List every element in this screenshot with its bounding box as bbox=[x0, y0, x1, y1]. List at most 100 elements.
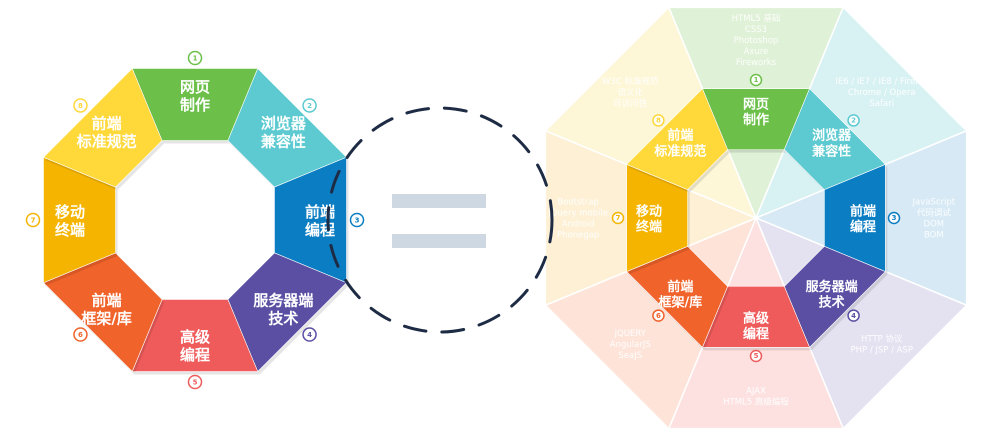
segment-label-line2: 标准规范 bbox=[653, 143, 706, 159]
segment-label-line1: 浏览器 bbox=[261, 115, 307, 133]
sector-detail-text: BOM bbox=[924, 231, 944, 241]
sector-detail-text: Chrome / Opera bbox=[848, 88, 916, 98]
segment-number-badge bbox=[187, 50, 203, 66]
segment-number-badge bbox=[73, 327, 88, 342]
segment-number-badge bbox=[749, 349, 763, 363]
segment-label-line1: 高级 bbox=[743, 310, 770, 326]
sector-detail-text: W3C 标准规范 bbox=[602, 76, 659, 87]
sector-detail-text: Phonegap bbox=[557, 231, 599, 241]
segment-label-line2: 技术 bbox=[819, 295, 845, 311]
sector-detail-text: CSS3 bbox=[745, 25, 767, 35]
sector-detail-text: Bootstrap bbox=[557, 198, 598, 208]
right-wheel: 网页制作1浏览器兼容性2前端编程3服务器端技术4高级编程5前端框架/库6移动终端… bbox=[611, 73, 901, 363]
segment-label-line2: 技术 bbox=[268, 309, 298, 327]
segment-shape bbox=[626, 88, 729, 191]
segment-label-line1: 高级 bbox=[180, 328, 211, 346]
segment-number-badge bbox=[611, 211, 625, 225]
sector-detail-text: Axure bbox=[744, 47, 769, 57]
segment-label-line1: 前端 bbox=[92, 291, 122, 309]
segment-label-line2: 框架/库 bbox=[658, 295, 702, 311]
sector-detail-text: 可访问性 bbox=[613, 98, 648, 109]
sector-detail-text: Fireworks bbox=[736, 58, 777, 68]
sector-detail-text: jQUERY bbox=[614, 329, 647, 339]
sector-detail-text: PHP / JSP / ASP bbox=[850, 345, 913, 355]
segment-label-line2: 标准规范 bbox=[76, 133, 137, 151]
segment-number-badge bbox=[73, 98, 88, 113]
segment-number: 3 bbox=[355, 217, 360, 225]
segment-label-line2: 制作 bbox=[743, 112, 769, 128]
segment-number: 5 bbox=[754, 352, 759, 360]
segment-label-line2: 编程 bbox=[305, 221, 335, 239]
segment-number-badge bbox=[652, 114, 665, 127]
sector-detail-text: HTML5 基础 bbox=[732, 13, 781, 24]
wheel-segment-5: 高级编程 5 bbox=[701, 286, 812, 363]
equals-bar-bottom bbox=[392, 234, 486, 248]
segment-number-badge bbox=[847, 114, 860, 127]
segment-number: 8 bbox=[78, 102, 83, 110]
sector-detail-text: HTML5 高级编程 bbox=[723, 396, 789, 407]
segment-label-line2: 框架/库 bbox=[81, 309, 131, 327]
segment-number: 6 bbox=[78, 331, 83, 339]
dashed-circle bbox=[326, 106, 554, 334]
segment-number: 1 bbox=[754, 76, 759, 84]
segment-label-line1: 网页 bbox=[180, 78, 210, 96]
segment-label-line2: 制作 bbox=[180, 96, 210, 114]
sector-detail-text: Photoshop bbox=[734, 36, 779, 46]
segment-label-line1: 服务器端 bbox=[253, 291, 313, 309]
sector-detail-text: jQuery mobile bbox=[547, 209, 608, 219]
segment-label-line1: 前端 bbox=[850, 203, 876, 219]
segment-number: 1 bbox=[193, 55, 198, 63]
wheel-segment-5: 高级编程 5 bbox=[131, 299, 260, 390]
sector-detail-text: HTTP 协议 bbox=[861, 333, 903, 344]
segment-label-line2: 编程 bbox=[850, 219, 876, 235]
sector-detail-text: Safari bbox=[869, 99, 894, 109]
segment-number: 7 bbox=[31, 217, 36, 225]
segment-label-line2: 编程 bbox=[180, 346, 210, 364]
segment-label-line1: 服务器端 bbox=[806, 279, 858, 295]
sector-detail-text: JavaScript bbox=[912, 198, 956, 208]
sector-detail-text: DOM bbox=[924, 220, 945, 230]
sector-detail-text: IE6 / IE7 / IE8 / Firefox bbox=[835, 77, 928, 87]
segment-number-badge bbox=[349, 212, 365, 228]
segment-number-badge bbox=[847, 309, 860, 322]
segment-number-badge bbox=[887, 211, 901, 225]
segment-label-line1: 前端 bbox=[92, 115, 122, 133]
segment-label-line2: 兼容性 bbox=[261, 133, 306, 151]
segment-number: 7 bbox=[616, 214, 621, 222]
segment-label-line1: 前端 bbox=[667, 279, 693, 295]
segment-label-line1: 前端 bbox=[667, 128, 693, 144]
segment-label-line2: 编程 bbox=[743, 326, 769, 342]
equals-bar-top bbox=[392, 194, 486, 208]
segment-number: 3 bbox=[892, 214, 897, 222]
segment-label-line2: 终端 bbox=[636, 219, 662, 235]
segment-label-line1: 移动 bbox=[636, 203, 662, 219]
segment-number: 5 bbox=[193, 379, 198, 387]
segment-number: 6 bbox=[656, 312, 661, 320]
left-wheel: 网页制作1浏览器兼容性2前端编程3服务器端技术4高级编程5前端框架/库6移动终端… bbox=[25, 50, 365, 390]
sector-detail-text: 代码调试 bbox=[917, 208, 952, 219]
segment-number-badge bbox=[187, 374, 203, 390]
segment-number-badge bbox=[25, 212, 41, 228]
sector-detail-text: SeaJS bbox=[618, 351, 642, 361]
sector-detail-text: AJAX bbox=[746, 386, 766, 396]
sector-detail-text: 语义化 bbox=[617, 87, 643, 98]
segment-number: 4 bbox=[307, 331, 312, 339]
equals-group bbox=[326, 106, 554, 334]
segment-label-line1: 移动 bbox=[55, 203, 85, 221]
segment-label-line1: 浏览器 bbox=[812, 128, 852, 144]
segment-label-line2: 兼容性 bbox=[812, 143, 851, 159]
sector-detail-text: AngularJS bbox=[610, 340, 651, 350]
